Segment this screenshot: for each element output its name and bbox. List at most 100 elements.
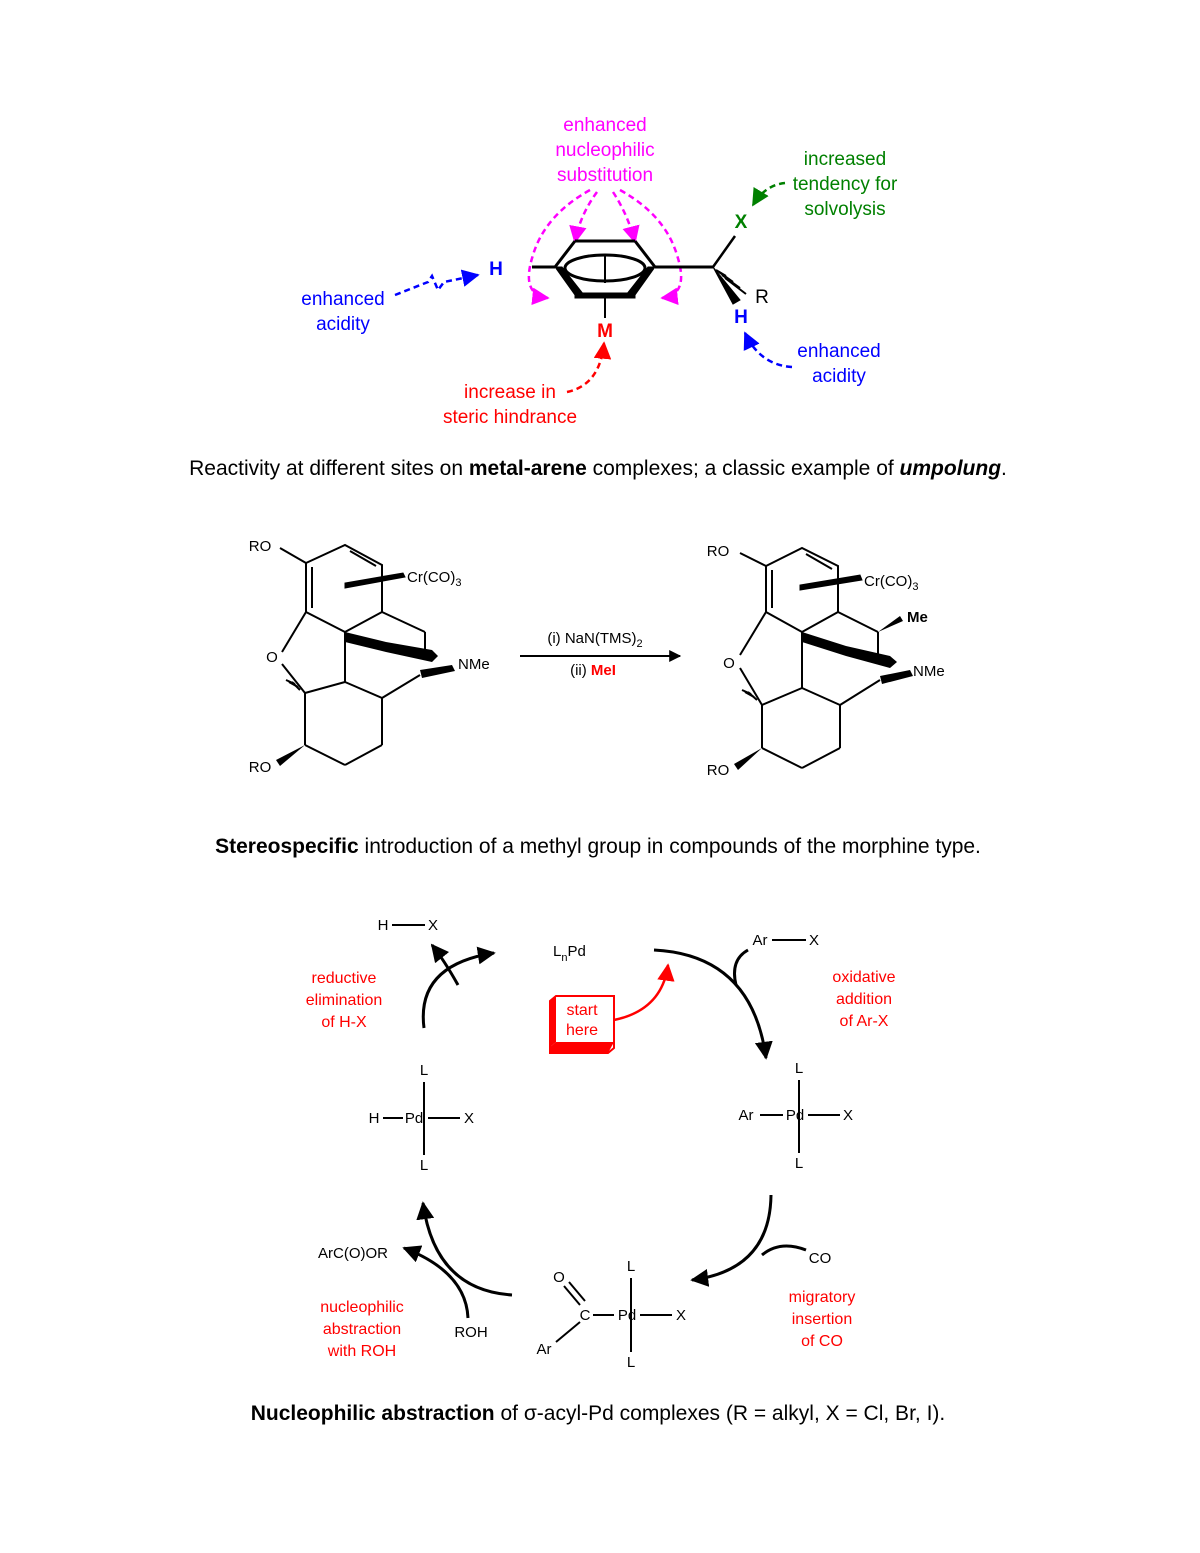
pd-catalytic-cycle: LnPd start here H X Ar X	[251, 917, 945, 1425]
svg-text:L: L	[795, 1060, 803, 1077]
svg-text:enhanced: enhanced	[301, 289, 384, 310]
nucleophilic-arrows	[527, 188, 683, 306]
start-arrow	[613, 963, 675, 1022]
svg-text:L: L	[420, 1157, 428, 1174]
svg-text:abstraction: abstraction	[323, 1321, 401, 1338]
ro-bottom-right: RO	[707, 762, 730, 779]
nucleophilic-abstraction-label: nucleophilic abstraction with ROH	[320, 1299, 404, 1360]
svg-text:Ar: Ar	[753, 932, 768, 949]
svg-text:insertion: insertion	[792, 1311, 852, 1328]
svg-text:with ROH: with ROH	[327, 1343, 396, 1360]
steric-arrow	[566, 341, 612, 394]
svg-text:of CO: of CO	[801, 1333, 843, 1350]
reagent-step-2: (ii) MeI	[570, 662, 616, 679]
reductive-elimination-label: reductive elimination of H-X	[306, 970, 382, 1031]
svg-text:H: H	[369, 1110, 380, 1127]
h-pd-x-complex: L H Pd X L	[369, 1062, 474, 1174]
svg-text:X: X	[464, 1110, 474, 1127]
svg-text:C: C	[580, 1307, 591, 1324]
cr-co3-right: Cr(CO)3	[864, 573, 918, 593]
svg-text:acidity: acidity	[812, 366, 866, 387]
metal-atom: M	[597, 321, 613, 342]
acidity-label-left: enhanced acidity	[301, 289, 384, 335]
svg-text:L: L	[420, 1062, 428, 1079]
roh-reagent: ROH	[454, 1324, 487, 1341]
svg-text:X: X	[676, 1307, 686, 1324]
hx-product: H X	[378, 917, 438, 934]
caption-morphine: Stereospecific introduction of a methyl …	[215, 835, 981, 858]
caption-pd-acyl: Nucleophilic abstraction of σ-acyl-Pd co…	[251, 1402, 945, 1425]
h-atom-left: H	[489, 259, 503, 280]
acidity-label-right: enhanced acidity	[797, 341, 880, 387]
svg-text:substitution: substitution	[557, 165, 653, 186]
svg-text:Pd: Pd	[405, 1110, 423, 1127]
start-here-box: start here	[549, 995, 615, 1054]
cr-co3-left: Cr(CO)3	[407, 569, 461, 589]
ro-bottom-left: RO	[249, 759, 272, 776]
svg-text:migratory: migratory	[789, 1289, 856, 1306]
svg-text:acidity: acidity	[316, 314, 370, 335]
svg-text:elimination: elimination	[306, 992, 382, 1009]
svg-text:Ar: Ar	[739, 1107, 754, 1124]
ar-pd-x-complex: L Ar Pd X L	[739, 1060, 854, 1172]
svg-text:Pd: Pd	[618, 1307, 636, 1324]
methyl-group: Me	[907, 609, 928, 626]
svg-text:start: start	[566, 1002, 598, 1019]
svg-text:tendency for: tendency for	[793, 174, 898, 195]
cycle-arrows	[402, 943, 807, 1319]
steric-label: increase in steric hindrance	[443, 382, 577, 428]
svg-text:L: L	[627, 1258, 635, 1275]
svg-text:Ar: Ar	[537, 1341, 552, 1358]
nme-left: NMe	[458, 656, 490, 673]
acyl-pd-complex: O C Pd X Ar L L	[537, 1258, 687, 1371]
svg-text:reductive: reductive	[312, 970, 377, 987]
svg-text:nucleophilic: nucleophilic	[555, 140, 654, 161]
svg-text:increase in: increase in	[464, 382, 556, 403]
h-atom-right: H	[734, 307, 748, 328]
ro-top-right: RO	[707, 543, 730, 560]
svg-text:enhanced: enhanced	[797, 341, 880, 362]
arx-reagent: Ar X	[753, 932, 820, 949]
metal-arene-diagram: enhanced nucleophilic substitution	[189, 115, 1007, 480]
svg-text:X: X	[428, 917, 438, 934]
starting-complex	[276, 543, 455, 766]
svg-text:O: O	[553, 1269, 565, 1286]
r-group: R	[755, 287, 769, 308]
nme-right: NMe	[913, 663, 945, 680]
svg-text:enhanced: enhanced	[563, 115, 646, 136]
svg-text:increased: increased	[804, 149, 886, 170]
catalyst-lnpd: LnPd	[553, 943, 586, 964]
svg-text:Pd: Pd	[786, 1107, 804, 1124]
solvolysis-label: increased tendency for solvolysis	[793, 149, 898, 220]
methylated-complex	[734, 546, 913, 770]
svg-text:here: here	[566, 1022, 598, 1039]
oxygen-right: O	[723, 655, 735, 672]
svg-text:of Ar-X: of Ar-X	[840, 1013, 889, 1030]
svg-text:L: L	[627, 1354, 635, 1371]
svg-text:addition: addition	[836, 991, 892, 1008]
svg-text:solvolysis: solvolysis	[804, 199, 885, 220]
svg-text:X: X	[809, 932, 819, 949]
ro-top-left: RO	[249, 538, 272, 555]
reagent-step-1: (i) NaN(TMS)2	[547, 630, 642, 650]
svg-text:of H-X: of H-X	[321, 1014, 367, 1031]
acidity-arrow-left	[394, 269, 480, 297]
oxidative-addition-label: oxidative addition of Ar-X	[832, 969, 895, 1030]
svg-text:oxidative: oxidative	[832, 969, 895, 986]
co-reagent: CO	[809, 1250, 832, 1267]
caption-metal-arene: Reactivity at different sites on metal-a…	[189, 457, 1007, 480]
svg-text:L: L	[795, 1155, 803, 1172]
acidity-arrow-right	[743, 331, 793, 369]
nucleophilic-substitution-label: enhanced nucleophilic substitution	[555, 115, 654, 186]
arene-ring	[532, 235, 747, 318]
oxygen-left: O	[266, 649, 278, 666]
svg-text:nucleophilic: nucleophilic	[320, 1299, 404, 1316]
ester-product: ArC(O)OR	[318, 1245, 388, 1262]
morphine-methylation-scheme: RO Cr(CO)3 O NMe RO (i) NaN(TMS)2 (ii) M…	[215, 538, 981, 858]
svg-text:X: X	[843, 1107, 853, 1124]
svg-text:steric hindrance: steric hindrance	[443, 407, 577, 428]
svg-text:H: H	[378, 917, 389, 934]
x-atom: X	[735, 212, 748, 233]
solvolysis-arrow	[751, 181, 786, 207]
